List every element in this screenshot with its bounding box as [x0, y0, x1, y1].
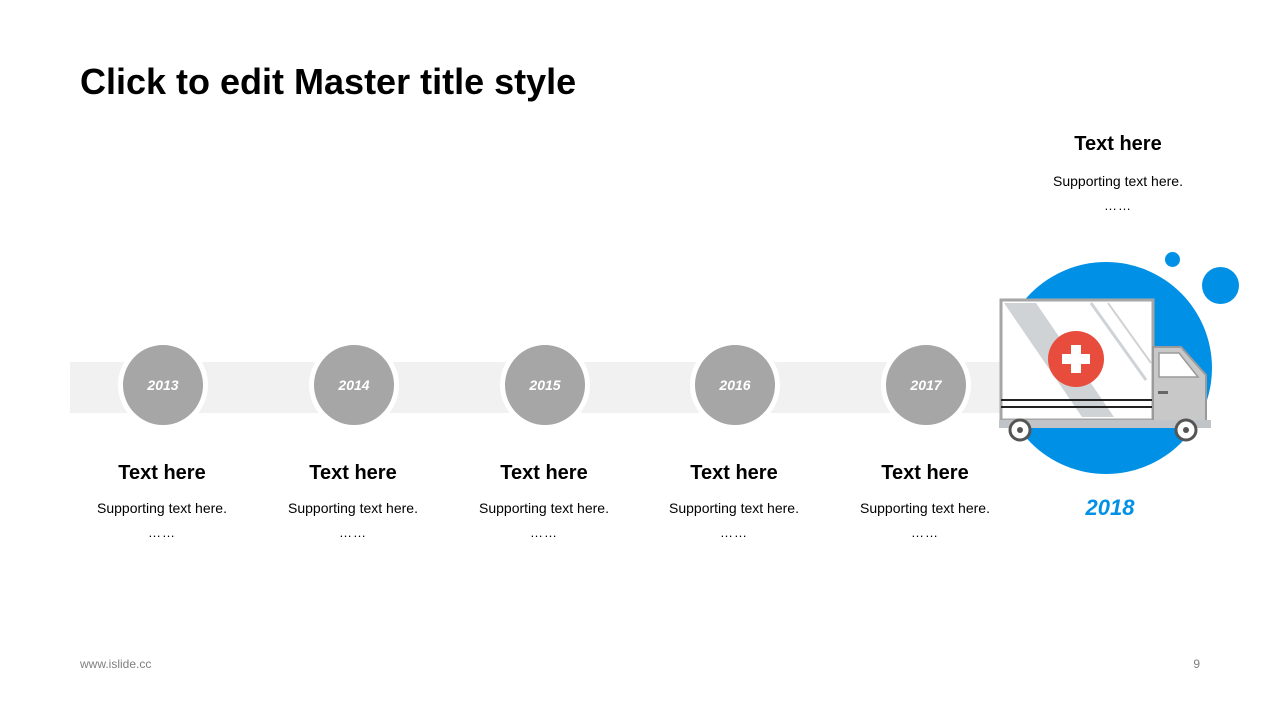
milestone-ellipsis: …… — [530, 525, 558, 540]
milestone-title: Text here — [500, 462, 588, 484]
year-label: 2013 — [147, 377, 179, 393]
footer-url: www.islide.cc — [80, 657, 152, 671]
milestone-support-text: Supporting text here. — [860, 500, 990, 516]
milestone-support-text: Supporting text here. — [669, 500, 799, 516]
year-label: 2016 — [719, 377, 751, 393]
milestone-support-text: Supporting text here. — [1053, 173, 1183, 189]
milestone-ellipsis: …… — [1104, 198, 1132, 213]
year-label: 2015 — [529, 377, 561, 393]
year-circle-2016[interactable]: 2016 — [690, 340, 780, 430]
highlight-year[interactable]: 2018 — [1085, 495, 1135, 520]
decorative-dot-small — [1165, 252, 1180, 267]
page-number: 9 — [1193, 657, 1200, 671]
slide-title[interactable]: Click to edit Master title style — [80, 61, 577, 102]
decorative-dot-large — [1202, 267, 1239, 304]
milestone-ellipsis: …… — [720, 525, 748, 540]
ambulance-truck-icon[interactable] — [996, 295, 1216, 445]
milestone-ellipsis: …… — [911, 525, 939, 540]
milestone-title: Text here — [1074, 133, 1162, 155]
milestone-title: Text here — [118, 462, 206, 484]
year-circle-2017[interactable]: 2017 — [881, 340, 971, 430]
milestone-text-2015[interactable]: Text here Supporting text here. …… — [454, 461, 634, 541]
milestone-title: Text here — [309, 462, 397, 484]
year-label: 2017 — [910, 377, 942, 393]
milestone-support-text: Supporting text here. — [479, 500, 609, 516]
year-circle-2015[interactable]: 2015 — [500, 340, 590, 430]
milestone-title: Text here — [690, 462, 778, 484]
year-circle-2014[interactable]: 2014 — [309, 340, 399, 430]
milestone-title: Text here — [881, 462, 969, 484]
year-circle-2013[interactable]: 2013 — [118, 340, 208, 430]
year-label: 2014 — [338, 377, 370, 393]
milestone-ellipsis: …… — [339, 525, 367, 540]
milestone-text-2018[interactable]: Text here Supporting text here. …… — [1028, 132, 1208, 214]
milestone-support-text: Supporting text here. — [97, 500, 227, 516]
milestone-text-2016[interactable]: Text here Supporting text here. …… — [644, 461, 824, 541]
milestone-support-text: Supporting text here. — [288, 500, 418, 516]
milestone-text-2017[interactable]: Text here Supporting text here. …… — [835, 461, 1015, 541]
milestone-ellipsis: …… — [148, 525, 176, 540]
milestone-text-2013[interactable]: Text here Supporting text here. …… — [72, 461, 252, 541]
milestone-text-2014[interactable]: Text here Supporting text here. …… — [263, 461, 443, 541]
